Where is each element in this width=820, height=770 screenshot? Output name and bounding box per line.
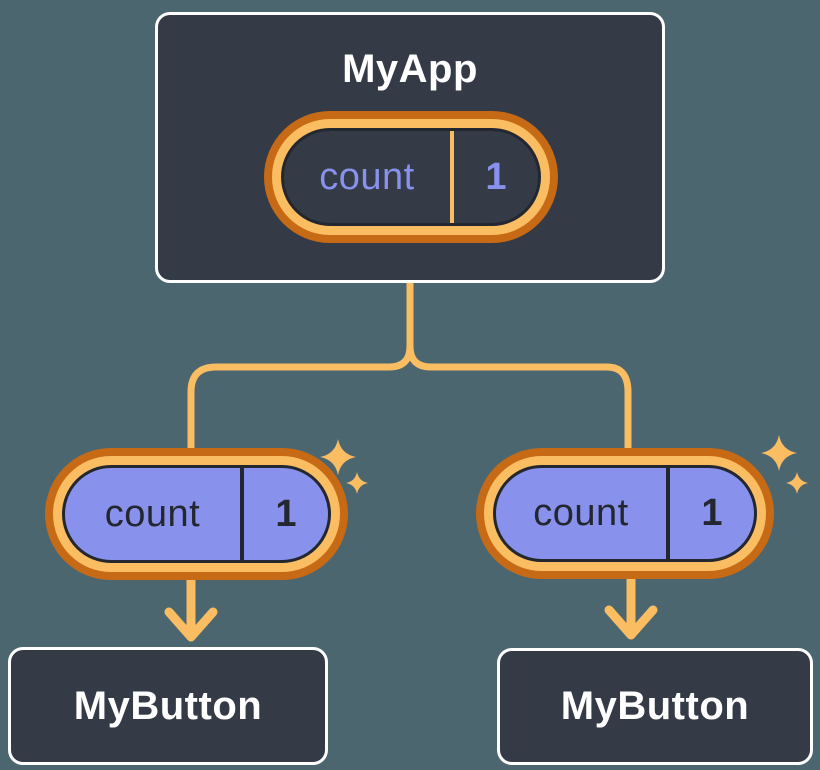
prop-pill-left: count 1: [45, 448, 348, 580]
pill-divider: [450, 131, 454, 223]
prop-pill-right: count 1: [476, 448, 774, 579]
pill-divider: [666, 468, 670, 559]
sparkles-prop-left-icon: [320, 439, 368, 494]
node-mybutton-title: MyButton: [73, 683, 263, 728]
tree-branch-left: [187, 279, 414, 459]
node-mybutton-right: MyButton: [497, 648, 813, 765]
tree-branch-right: [406, 279, 632, 459]
pill-divider: [240, 468, 244, 560]
prop-pill-name: count: [533, 492, 629, 534]
state-pill-ring: count 1: [272, 119, 550, 235]
arrow-down-icon: [604, 571, 658, 640]
prop-pill-ring: count 1: [484, 456, 766, 571]
node-mybutton-title: MyButton: [560, 684, 750, 728]
prop-pill-name: count: [104, 492, 201, 535]
state-pill-value: 1: [485, 155, 507, 198]
prop-pill-value: 1: [701, 492, 723, 534]
node-myapp-title: MyApp: [342, 47, 478, 91]
prop-pill-value: 1: [275, 492, 297, 535]
sparkles-prop-right-icon: [761, 435, 808, 494]
node-mybutton-left: MyButton: [8, 647, 328, 765]
arrow-down-icon: [164, 573, 218, 642]
prop-pill-ring: count 1: [53, 456, 340, 572]
state-pill: count 1: [264, 111, 558, 243]
state-pill-name: count: [319, 155, 415, 198]
